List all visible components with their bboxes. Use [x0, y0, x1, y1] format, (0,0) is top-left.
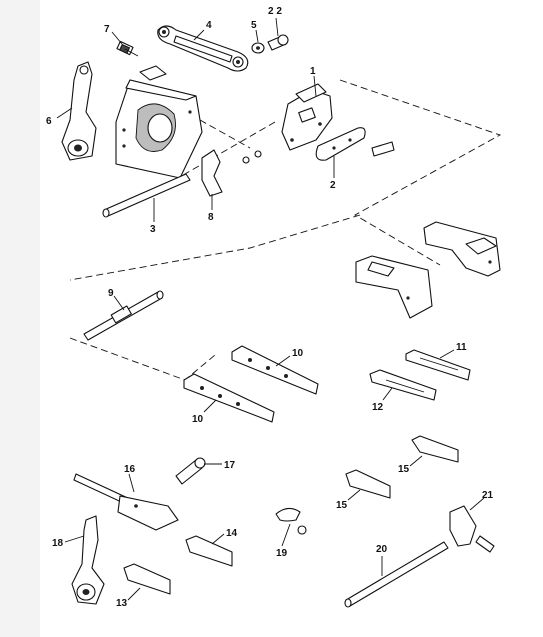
- callout-10-upper: 10: [292, 348, 304, 359]
- callout-11: 11: [456, 342, 467, 353]
- callout-17: 17: [224, 460, 236, 471]
- part-6-upper-lever: [61, 61, 97, 161]
- callout-21: 21: [482, 490, 494, 501]
- right-lower-block: [355, 255, 433, 319]
- part-17-pin: [175, 457, 206, 485]
- callout-4: 4: [206, 20, 212, 31]
- callout-9: 9: [108, 288, 114, 299]
- callout-22: 2 2: [268, 6, 282, 17]
- part-3-rod: [102, 173, 191, 218]
- part-7-stud: [116, 40, 139, 57]
- callout-16: 16: [124, 464, 136, 475]
- part-4-link-arm: [157, 25, 249, 72]
- callout-6: 6: [46, 116, 52, 127]
- part-9-spindle: [83, 290, 164, 341]
- part-11-slotted-bar: [405, 349, 471, 381]
- callout-1: 1: [310, 66, 316, 77]
- part-5-washer: [251, 42, 265, 54]
- part-21-bracket: [449, 505, 495, 553]
- callout-8: 8: [208, 212, 214, 223]
- callout-14: 14: [226, 528, 238, 539]
- part-20-long-shaft: [344, 541, 449, 608]
- part-13-clip: [123, 563, 171, 595]
- part-10-link-lower: [183, 373, 275, 423]
- part-22-screw: [267, 34, 289, 51]
- part-16-shaft-plate: [73, 473, 179, 531]
- part-19-cam: [275, 507, 307, 535]
- part-2-plate: [315, 127, 395, 161]
- leader-lines: [56, 17, 485, 601]
- callout-2: 2: [330, 180, 336, 191]
- part-14-clip: [185, 535, 233, 567]
- callout-3: 3: [150, 224, 156, 235]
- callout-15-lower: 15: [336, 500, 348, 511]
- part-15-bracket-lower: [345, 469, 391, 499]
- right-upper-bracket: [423, 221, 501, 277]
- callout-labels: 1 2 3 4 5 6 7 8 9 10 10 11 12 13 14 15 1…: [46, 6, 494, 609]
- part-1-latch-assembly: [281, 83, 333, 151]
- callout-10-lower: 10: [192, 414, 204, 425]
- housing-block: [115, 65, 203, 179]
- callout-7: 7: [104, 24, 110, 35]
- part-8-pawl: [201, 149, 262, 197]
- part-10-link-upper: [231, 345, 319, 395]
- callout-18: 18: [52, 538, 64, 549]
- part-18-lower-lever: [71, 515, 105, 605]
- part-12-slotted-bar: [369, 369, 437, 401]
- callout-5: 5: [251, 20, 257, 31]
- callout-15-upper: 15: [398, 464, 410, 475]
- part-15-bracket-upper: [411, 435, 459, 463]
- callout-19: 19: [276, 548, 288, 559]
- callout-12: 12: [372, 402, 384, 413]
- callout-13: 13: [116, 598, 128, 609]
- callout-20: 20: [376, 544, 388, 555]
